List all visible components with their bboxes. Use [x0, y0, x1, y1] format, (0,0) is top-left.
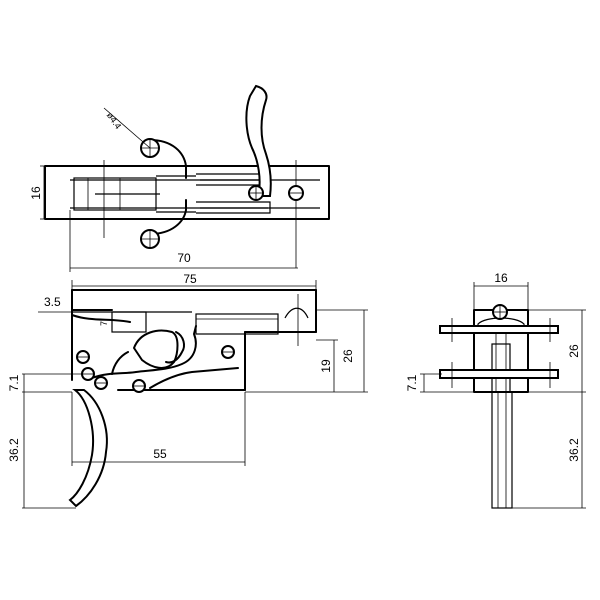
small-dimension: 7 [99, 321, 109, 326]
offset-dimension: 3.5 [44, 295, 61, 309]
end-view: 16 26 36.2 7.1 [405, 271, 586, 509]
base-length-dimension: 55 [153, 447, 167, 461]
height-dimension: 26 [341, 349, 355, 363]
top-view-lever [245, 84, 272, 197]
top-view: ø4.4 16 70 [29, 84, 330, 272]
lever-drop-dimension: 36.2 [567, 438, 581, 462]
side-view: 75 3.5 7 26 19 7.1 36.2 55 [7, 272, 368, 509]
lever-step-dimension: 7.1 [405, 374, 419, 391]
height-dimension: 16 [29, 186, 43, 200]
lever-step-dimension: 7.1 [7, 374, 21, 391]
width-dimension: 16 [494, 271, 508, 285]
side-view-lever [68, 314, 239, 508]
height-dimension: 26 [567, 344, 581, 358]
total-length-dimension: 75 [183, 272, 197, 286]
lever-drop-dimension: 36.2 [7, 438, 21, 462]
top-view-arm [140, 138, 187, 249]
diameter-dimension: ø4.4 [105, 110, 124, 130]
inner-height-dimension: 19 [319, 359, 333, 373]
length-dimension: 70 [177, 251, 191, 265]
